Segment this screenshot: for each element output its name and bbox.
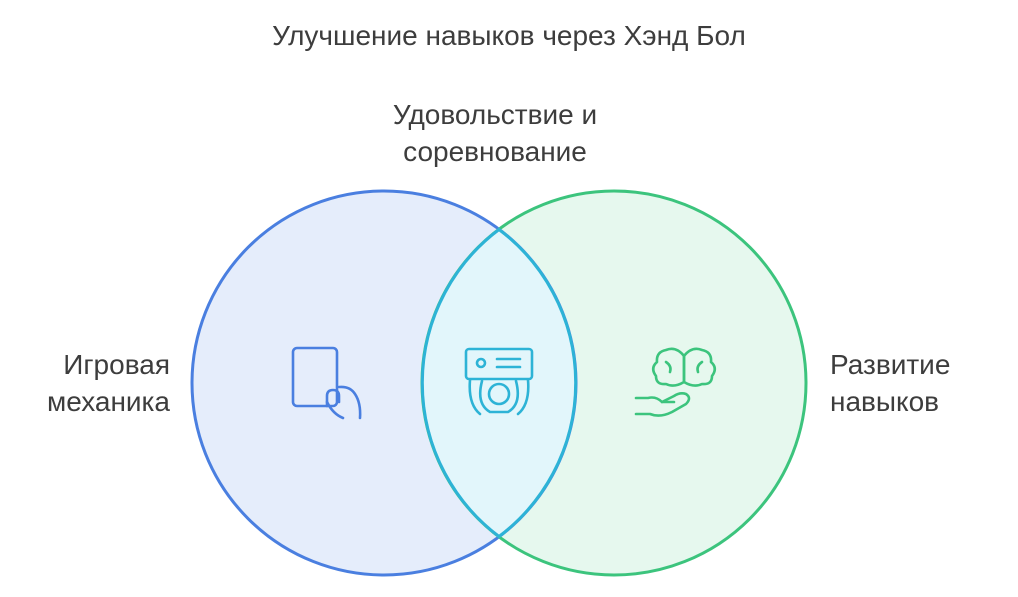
intersection-label: Удовольствие и соревнование: [300, 96, 690, 170]
tablet-touch-icon: [291, 346, 362, 420]
right-set-label: Развитие навыков: [830, 346, 1010, 420]
brain-in-hand-icon: [634, 347, 717, 417]
gamer-controller-icon: [464, 347, 534, 416]
right-set-label-line2: навыков: [830, 386, 940, 417]
intersection-fill: [422, 191, 576, 575]
intersection-outline: [420, 227, 578, 539]
diagram-title: Улучшение навыков через Хэнд Бол: [272, 20, 746, 51]
intersection-label-line1: Удовольствие и: [392, 99, 598, 130]
left-set-label-line2: механика: [46, 386, 170, 417]
right-set-label-line1: Развитие: [830, 349, 951, 380]
left-set-label-line1: Игровая: [63, 349, 170, 380]
left-set-label: Игровая механика: [10, 346, 170, 420]
intersection-label-line2: соревнование: [403, 136, 587, 167]
